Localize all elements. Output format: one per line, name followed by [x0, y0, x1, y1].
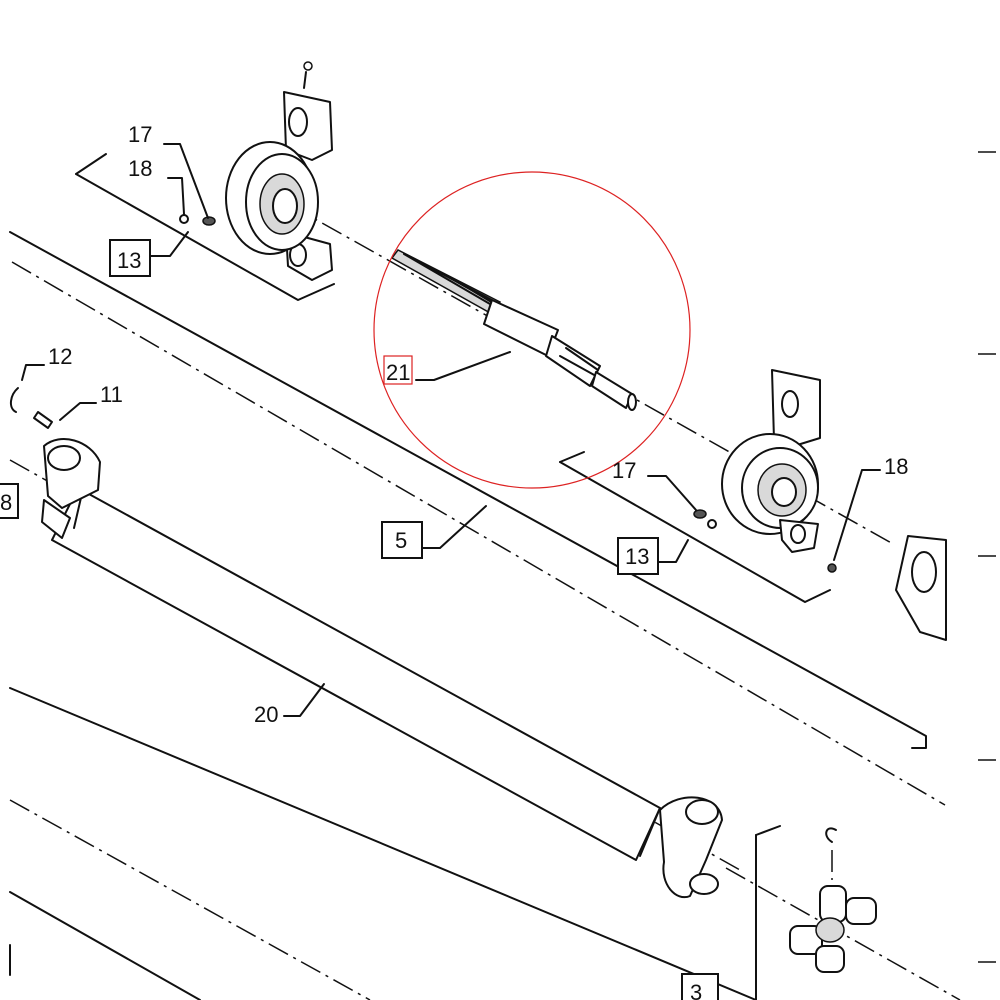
clip-and-bolt-left: [10, 387, 53, 429]
bolt-and-nut-lower: [693, 509, 837, 573]
splined-shaft: [390, 249, 637, 411]
callout-17-upper: 17: [128, 122, 152, 147]
callout-13-lower: 13: [625, 544, 649, 569]
yoke-partial-right: [895, 535, 947, 641]
callout-5: 5: [395, 528, 407, 553]
callout-20: 20: [254, 702, 278, 727]
bolt-and-nut-upper: [179, 214, 216, 226]
callout-11: 11: [100, 382, 123, 407]
leader-lines: [21, 143, 881, 993]
callout-3: 3: [690, 980, 702, 1000]
callout-8-partial: 8: [0, 490, 12, 515]
highlight-circle: [373, 171, 691, 489]
callout-labels: 12 11 17 18 13 21 5 17 18 13 20 3 8: [0, 122, 908, 1000]
universal-joint: [789, 827, 877, 973]
center-bearing-lower: [721, 369, 821, 553]
callout-18-lower: 18: [884, 454, 908, 479]
center-bearing-upper: [225, 61, 333, 281]
driveshaft-tube: [41, 438, 723, 899]
callout-17-lower: 17: [612, 458, 636, 483]
margin-ticks: [978, 151, 996, 963]
callout-boxes: [0, 239, 719, 1000]
callout-18-upper: 18: [128, 156, 152, 181]
callout-21: 21: [386, 360, 410, 385]
callout-13-upper: 13: [117, 248, 141, 273]
assembly-outline-lines: [9, 153, 927, 1000]
callout-12: 12: [48, 344, 72, 369]
